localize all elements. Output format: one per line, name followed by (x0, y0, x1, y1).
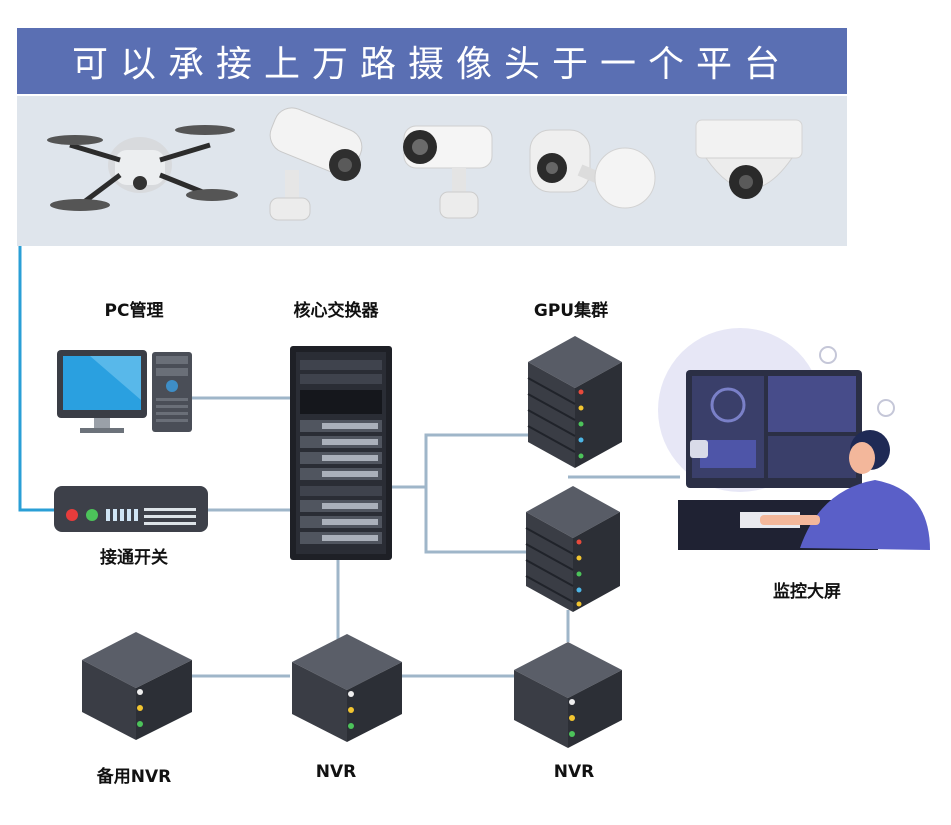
link-core-gpu (392, 433, 528, 554)
bullet-camera-icon (269, 107, 363, 221)
gpu-cluster-label: GPU集群 (533, 301, 609, 321)
pc-label: PC管理 (104, 301, 164, 321)
gpu-server-stack-icon (525, 486, 620, 612)
core-switch-label: 核心交换器 (293, 301, 379, 321)
page-title: 可以承接上万路摄像头于一个平台 (17, 28, 847, 94)
connections (18, 246, 680, 678)
monitor-wall-label: 监控大屏 (773, 582, 841, 602)
wall-camera-icon (529, 129, 656, 209)
access-switch-icon (54, 486, 208, 532)
backup-nvr-label: 备用NVR (96, 767, 172, 787)
pc-computer-icon (57, 350, 192, 433)
dome-camera-icon (695, 119, 803, 199)
nvr-icon (292, 634, 402, 742)
monitor-wall-operator-icon (658, 328, 930, 550)
link-camera-to-access-switch (18, 246, 54, 512)
nvr-icon (514, 642, 622, 748)
access-switch-label: 接通开关 (100, 548, 168, 568)
backup-nvr-icon (82, 632, 192, 740)
nvr-label: NVR (315, 762, 357, 782)
bullet-camera-icon (403, 125, 493, 219)
gpu-server-stack-icon (527, 336, 622, 468)
nvr-label: NVR (553, 762, 595, 782)
core-switch-rack-icon (290, 346, 392, 560)
drone-icon (47, 125, 238, 211)
